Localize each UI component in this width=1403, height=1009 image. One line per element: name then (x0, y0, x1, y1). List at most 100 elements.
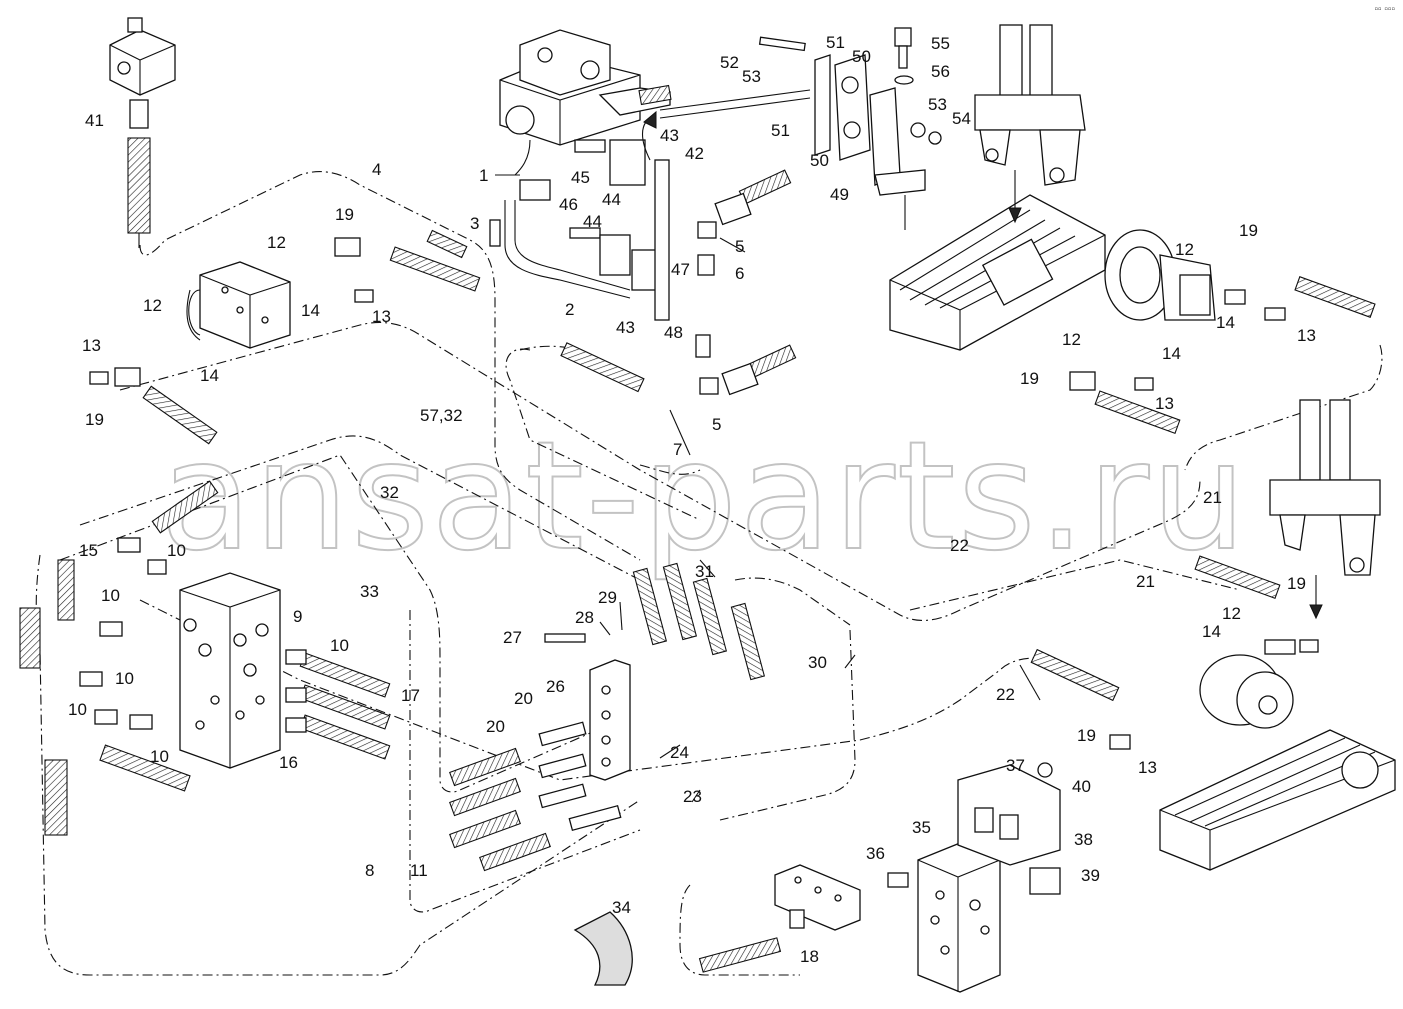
callout-label: 12 (1175, 240, 1194, 259)
direction-arrows (641, 110, 1323, 620)
callout-label: 22 (996, 685, 1015, 704)
callout-label: 10 (68, 700, 87, 719)
callout-label: 23 (683, 787, 702, 806)
callout-label: 42 (685, 144, 704, 163)
callout-label: 26 (546, 677, 565, 696)
callout-label: 7 (673, 440, 682, 459)
pressure-valve (109, 17, 176, 248)
callout-label: 13 (82, 336, 101, 355)
callout-label: 36 (866, 844, 885, 863)
callout-label: 10 (101, 586, 120, 605)
main-manifold-block (179, 572, 281, 769)
callout-label: 55 (931, 34, 950, 53)
upper-track-frame (889, 194, 1106, 351)
callout-label: 44 (602, 190, 621, 209)
callout-label: 24 (670, 743, 689, 762)
callout-label: 49 (830, 185, 849, 204)
callout-label: 10 (330, 636, 349, 655)
callout-label: 44 (583, 212, 602, 231)
callout-label: 12 (267, 233, 286, 252)
callout-label: 13 (1155, 394, 1174, 413)
hydraulic-hoses (19, 169, 1376, 973)
callout-label: 56 (931, 62, 950, 81)
callout-label: 13 (1138, 758, 1157, 777)
callout-label: 12 (1062, 330, 1081, 349)
upper-manifold-block (188, 261, 291, 349)
callout-label: 19 (1287, 574, 1306, 593)
callout-label: 11 (410, 861, 428, 880)
corner-mark: ▫▫ ▫▫▫ (1374, 4, 1395, 15)
mounting-bracket (659, 27, 942, 230)
callout-label: 31 (695, 562, 714, 581)
callout-label: 17 (401, 686, 420, 705)
callout-label: 13 (372, 307, 391, 326)
callout-label: 29 (598, 588, 617, 607)
track-cylinder-upper (974, 24, 1086, 186)
callout-label: 48 (664, 323, 683, 342)
callout-label: 19 (85, 410, 104, 429)
track-cylinder-lower (1269, 399, 1381, 576)
callout-label: 14 (1216, 313, 1235, 332)
callout-label: 53 (928, 95, 947, 114)
callout-label: 38 (1074, 830, 1093, 849)
callout-label: 14 (200, 366, 219, 385)
callout-label: 43 (660, 126, 679, 145)
callout-label: 34 (612, 898, 631, 917)
callout-labels: 1 2 3 4 5 5 6 7 8 9 10 10 10 10 10 10 11… (68, 33, 1316, 966)
center-bracket-plate (589, 659, 631, 781)
callout-label: 8 (365, 861, 374, 880)
callout-label: 5 (735, 237, 744, 256)
callout-label: 12 (143, 296, 162, 315)
callout-label: 21 (1203, 488, 1222, 507)
callout-label: 10 (150, 747, 169, 766)
protective-sleeve (573, 911, 633, 986)
routing-lines (35, 171, 1383, 976)
callout-label: 3 (470, 214, 479, 233)
callout-label: 35 (912, 818, 931, 837)
callout-label: 20 (514, 689, 533, 708)
callout-label: 43 (616, 318, 635, 337)
callout-label: 40 (1072, 777, 1091, 796)
callout-label: 27 (503, 628, 522, 647)
valve-mounting-plate (957, 764, 1061, 866)
callout-label: 53 (742, 67, 761, 86)
callout-label: 20 (486, 717, 505, 736)
callout-label: 10 (167, 541, 186, 560)
callout-label: 18 (800, 947, 819, 966)
callout-label: 1 (479, 166, 488, 185)
callout-label: 2 (565, 300, 574, 319)
lower-travel-motor (1199, 654, 1294, 729)
callout-label: 19 (1077, 726, 1096, 745)
leader-lines (495, 174, 1041, 803)
callout-label: 51 (771, 121, 790, 140)
callout-label: 22 (950, 536, 969, 555)
callout-label: 46 (559, 195, 578, 214)
callout-label: 19 (1239, 221, 1258, 240)
callout-label: 10 (115, 669, 134, 688)
callout-label: 19 (335, 205, 354, 224)
callout-label: 21 (1136, 572, 1155, 591)
callout-label: 30 (808, 653, 827, 672)
callout-label: 45 (571, 168, 590, 187)
callout-label: 9 (293, 607, 302, 626)
callout-label: 52 (720, 53, 739, 72)
callout-label: 37 (1006, 756, 1025, 775)
callout-label: 4 (372, 160, 381, 179)
callout-label: 39 (1081, 866, 1100, 885)
callout-label: 57,32 (420, 406, 463, 425)
callout-label: 13 (1297, 326, 1316, 345)
callout-label: 16 (279, 753, 298, 772)
fittings (79, 139, 1319, 929)
callout-label: 15 (79, 541, 98, 560)
lower-manifold-block (917, 842, 1001, 993)
callout-label: 19 (1020, 369, 1039, 388)
callout-label: 5 (712, 415, 721, 434)
callout-label: 50 (810, 151, 829, 170)
upper-travel-motor (1104, 229, 1216, 321)
control-valve-assembly (499, 29, 672, 176)
callout-label: 14 (1202, 622, 1221, 641)
callout-label: 41 (85, 111, 104, 130)
lower-track-frame (1159, 729, 1396, 871)
